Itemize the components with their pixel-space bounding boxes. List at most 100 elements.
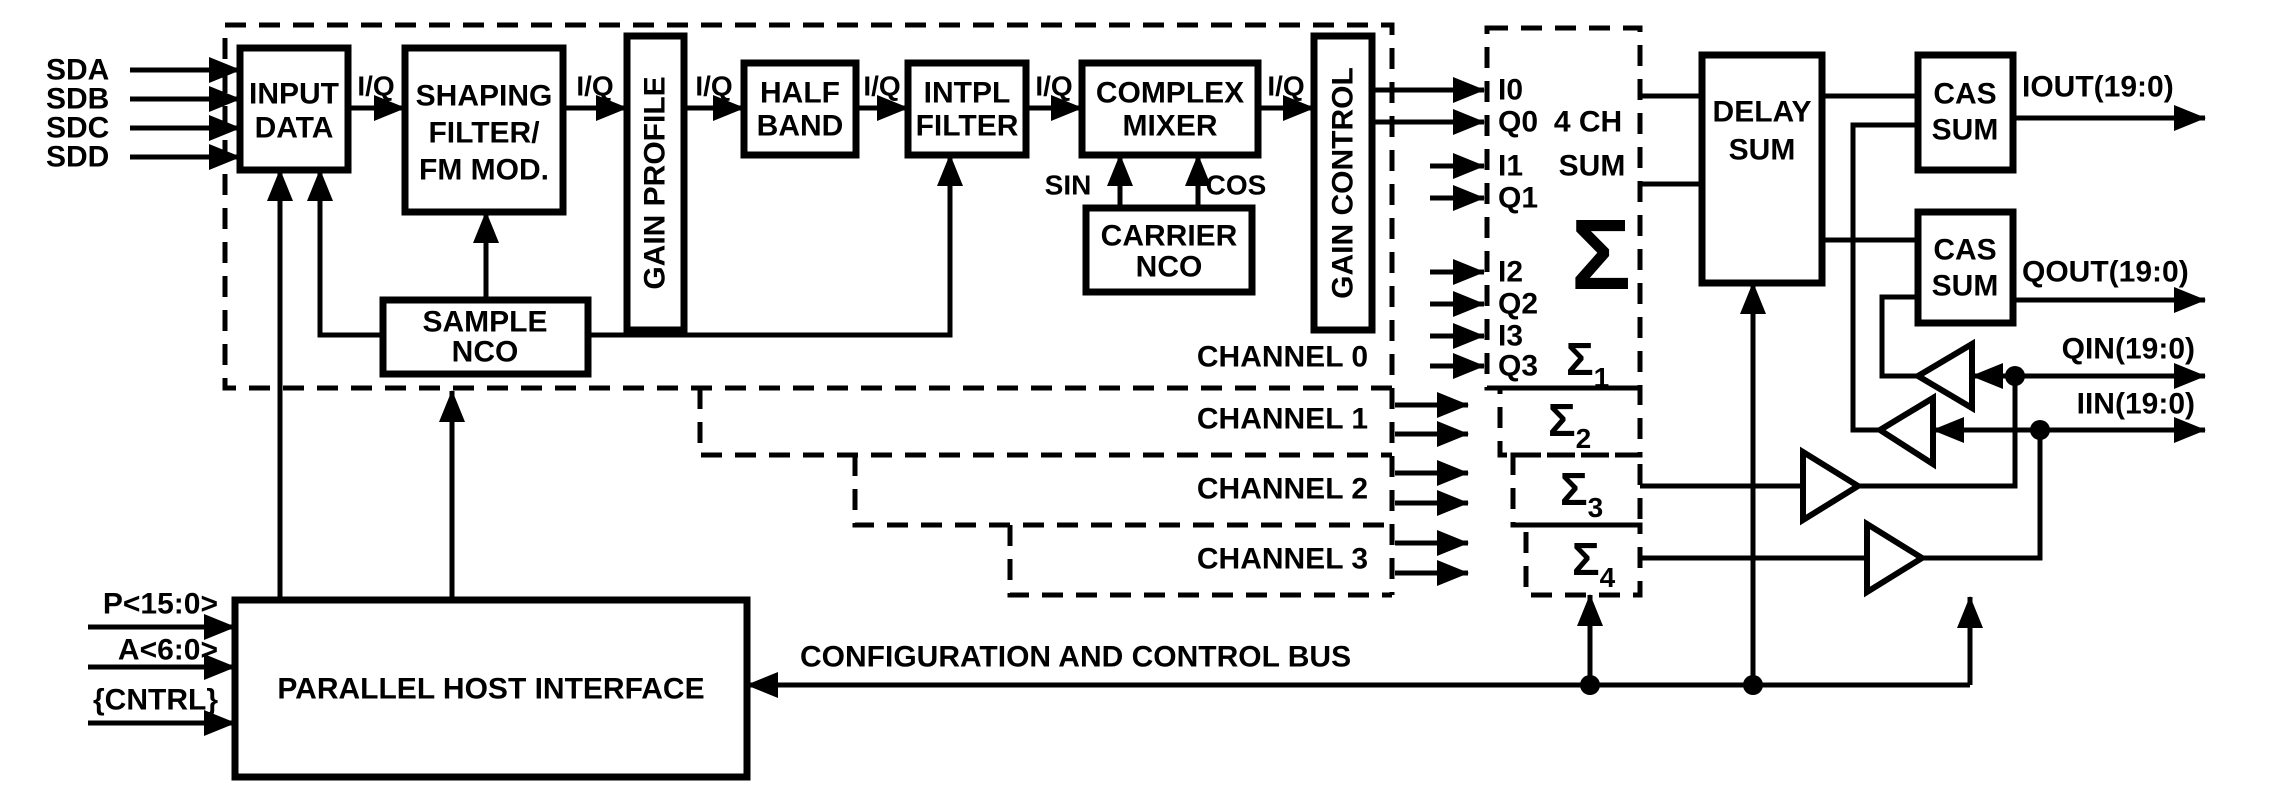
summer-q3-label: Q3 (1498, 350, 1538, 383)
carrier-nco-block (1082, 204, 1256, 296)
iq-label-3: I/Q (695, 71, 732, 102)
summer-i1-label: I1 (1498, 150, 1523, 183)
bus-delaysum-junction-dot (1743, 675, 1763, 695)
channel2-dashed-box (852, 455, 1392, 528)
sigma4-glyph: Σ (1572, 533, 1600, 585)
iin-label: IIN(19:0) (2077, 388, 2195, 421)
sda-label: SDA (46, 54, 109, 87)
input-data-label-2: DATA (255, 112, 334, 145)
summer-title-1: 4 CH (1554, 106, 1622, 139)
qin-junction-dot (2005, 366, 2025, 386)
sigma4-buffer-icon (1864, 518, 1928, 598)
sin-label: SIN (1045, 170, 1092, 201)
samplenco-to-intpl-arrow (588, 154, 963, 338)
summer-i2-label: I2 (1498, 256, 1523, 289)
channel0-dashed-box (222, 22, 1395, 391)
shaping-label-3: FM MOD. (419, 154, 549, 187)
cas-sum-q-label-1: CAS (1933, 234, 1996, 267)
iq-label-2: I/Q (576, 71, 613, 102)
iq-label-1: I/Q (357, 71, 394, 102)
iq-label-5: I/Q (1035, 71, 1072, 102)
cas-sum-i-block (1914, 51, 2017, 174)
input-data-label-1: INPUT (249, 78, 339, 111)
cas-sum-i-label-2: SUM (1932, 114, 1999, 147)
iq-label-6: I/Q (1267, 71, 1304, 102)
qin-buffer-icon (1912, 338, 1975, 414)
cos-label: COS (1206, 170, 1267, 201)
iin-buffer-icon (1874, 392, 1936, 470)
gain-control-block (1310, 32, 1376, 334)
carrier-nco-label-1: CARRIER (1101, 220, 1238, 253)
intpl-label-2: FILTER (916, 110, 1019, 143)
sigma4-sub: 4 (1600, 562, 1616, 593)
half-band-block (740, 59, 860, 159)
iout-label: IOUT(19:0) (2022, 71, 2174, 104)
half-band-label-1: HALF (760, 77, 840, 110)
sigma2-glyph: Σ (1548, 394, 1576, 446)
channel-boxes (222, 22, 1395, 598)
summer-q0-label: Q0 (1498, 106, 1538, 139)
summer-i3-label: I3 (1498, 320, 1523, 353)
complex-mixer-block (1078, 59, 1262, 159)
cas-sum-q-block (1914, 208, 2017, 327)
cntrl-label: {CNTRL} (93, 684, 218, 717)
sigma2-label: Σ2 (1548, 394, 1591, 454)
input-data-block (236, 44, 352, 174)
iq-label-4: I/Q (863, 71, 900, 102)
qin-buffer-to-cassum-q-line (1879, 294, 1918, 379)
parallel-host-interface-block (231, 596, 751, 781)
qin-label: QIN(19:0) (2062, 333, 2195, 366)
gain-profile-block (623, 32, 688, 334)
summer-title-2: SUM (1559, 150, 1626, 183)
gain-control-label: GAIN CONTROL (1327, 67, 1360, 299)
sdd-label: SDD (46, 141, 109, 174)
sigma1-glyph: Σ (1566, 333, 1594, 385)
iin-buffer-to-cassum-i-line (1850, 122, 1918, 433)
sigma4-label: Σ4 (1572, 533, 1616, 593)
delay-sum-block (1698, 51, 1826, 287)
half-band-label-2: BAND (757, 110, 844, 143)
delay-sum-label-1: DELAY (1713, 96, 1812, 129)
iin-junction-dot (2030, 420, 2050, 440)
shaping-label-1: SHAPING (416, 80, 553, 113)
channel1-label: CHANNEL 1 (1197, 403, 1368, 436)
gain-profile-label: GAIN PROFILE (639, 76, 672, 289)
samplenco-to-inputdata-arrow (307, 169, 383, 338)
summer-q1-label: Q1 (1498, 182, 1538, 215)
sdc-label: SDC (46, 112, 109, 145)
sample-nco-block (379, 296, 592, 378)
sample-nco-label-1: SAMPLE (422, 306, 547, 339)
parallel-host-interface-label: PARALLEL HOST INTERFACE (277, 673, 704, 706)
sigma1-sub: 1 (1594, 362, 1610, 393)
mixer-label-2: MIXER (1122, 110, 1217, 143)
channel2-label: CHANNEL 2 (1197, 473, 1368, 506)
shaping-label-2: FILTER/ (428, 117, 540, 150)
summer-q2-label: Q2 (1498, 288, 1538, 321)
sigma1-label: Σ1 (1566, 333, 1609, 393)
bus-sigma4-junction-dot (1580, 675, 1600, 695)
sigma3-glyph: Σ (1560, 463, 1588, 515)
mixer-label-1: COMPLEX (1096, 77, 1244, 110)
sigma4-buffer-to-iin-line (1922, 430, 2043, 561)
channel3-label: CHANNEL 3 (1197, 543, 1368, 576)
sigma2-sub: 2 (1576, 423, 1592, 454)
sdb-label: SDB (46, 83, 109, 116)
summer-i0-label: I0 (1498, 74, 1523, 107)
sigma3-dashed-box (1510, 452, 1643, 528)
sigma3-buffer-icon (1800, 446, 1864, 526)
intpl-filter-block (904, 59, 1030, 159)
shaping-filter-block (401, 44, 567, 216)
sigma3-label: Σ3 (1560, 463, 1603, 523)
qout-label: QOUT(19:0) (2022, 256, 2189, 289)
cas-sum-i-label-1: CAS (1933, 78, 1996, 111)
delay-sum-label-2: SUM (1729, 134, 1796, 167)
cas-sum-q-label-2: SUM (1932, 270, 1999, 303)
sigma2-dashed-box (1497, 385, 1643, 458)
channel1-dashed-box (697, 388, 1392, 458)
carrier-nco-label-2: NCO (1136, 251, 1203, 284)
channel3-dashed-box (1007, 525, 1392, 598)
channel0-label: CHANNEL 0 (1197, 341, 1368, 374)
summer-sigma-icon: Σ (1571, 199, 1631, 311)
p-bus-label: P<15:0> (103, 588, 218, 621)
